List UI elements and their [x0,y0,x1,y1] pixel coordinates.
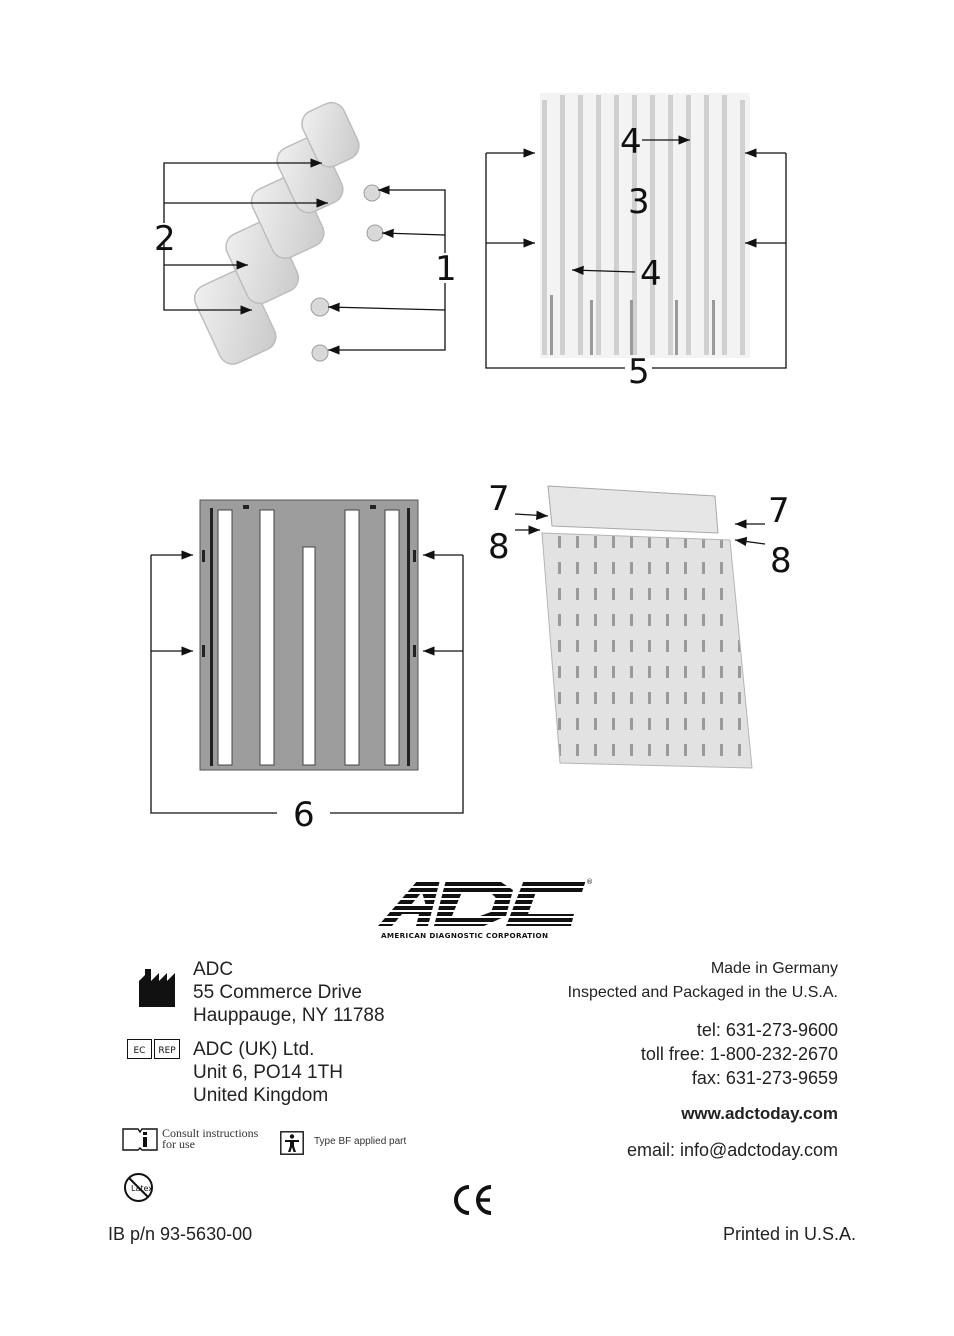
fax: fax: 631-273-9659 [691,1068,838,1088]
callout-2: 2 [154,219,176,259]
latex-free-icon: Latex [123,1172,155,1204]
type-bf-icon [280,1131,304,1155]
ec-rep-country: United Kingdom [193,1085,329,1106]
svg-text:EC: EC [134,1046,146,1056]
ec-rep-badge: EC REP [127,1039,180,1059]
manufacturer-city: Hauppauge, NY 11788 [193,1005,385,1026]
contact-phones: tel: 631-273-9600 toll free: 1-800-232-2… [641,1018,838,1090]
made-in: Made in Germany [710,960,838,977]
frame-board [199,499,419,771]
callout-3: 3 [628,182,650,222]
ec-rep-name: ADC (UK) Ltd. [193,1039,315,1060]
figure-rollers-pillows: 2 1 [150,85,470,385]
inspected-packaged: Inspected and Packaged in the U.S.A. [567,984,838,1001]
factory-icon [137,967,181,1009]
logo-tagline: AMERICAN DIAGNOSTIC CORPORATION [381,931,548,940]
manufacturer-street: 55 Commerce Drive [193,982,362,1003]
ce-mark [449,1184,495,1216]
callout-4-top: 4 [620,122,642,162]
ec-rep-street: Unit 6, PO14 1TH [193,1062,343,1083]
callout-4-bottom: 4 [640,254,662,294]
manufacturer-name: ADC [193,959,234,980]
ec-rep-address: ADC (UK) Ltd. Unit 6, PO14 1TH United Ki… [193,1038,343,1107]
latex-label: Latex [131,1184,153,1193]
cushion-body [541,485,753,769]
consult-instructions-label: Consult instructions for use [162,1126,259,1151]
printed-in: Printed in U.S.A. [722,1224,856,1244]
callout-8-right: 8 [770,541,792,581]
callout-1: 1 [435,249,457,289]
callout-7-right: 7 [768,491,790,531]
figure-slatted-pad: 4 3 4 5 [480,85,800,390]
callout-8-left: 8 [488,527,510,567]
part-number: IB p/n 93-5630-00 [108,1224,253,1244]
toll-free: toll free: 1-800-232-2670 [640,1044,838,1064]
tel: tel: 631-273-9600 [696,1020,838,1040]
consult-instructions-icon [121,1126,159,1152]
pillow-nubs [310,184,384,362]
callout-5: 5 [628,352,650,390]
callout-6: 6 [293,795,315,835]
registered-mark: ® [586,878,592,886]
figure-foam-cushion: 7 8 7 8 [480,478,800,778]
figure-frame-board: 6 [145,490,475,835]
pad-slats [540,93,750,358]
adc-logo: ® AMERICAN DIAGNOSTIC CORPORATION [378,876,592,942]
email-link[interactable]: email: info@adctoday.com [626,1140,838,1160]
roller-strip [193,101,360,365]
manufacturer-address: ADC 55 Commerce Drive Hauppauge, NY 1178… [193,958,385,1027]
svg-text:REP: REP [158,1046,176,1056]
type-bf-label: Type BF applied part [314,1136,407,1147]
website-link[interactable]: www.adctoday.com [681,1104,838,1123]
callout-7-left: 7 [488,479,510,519]
